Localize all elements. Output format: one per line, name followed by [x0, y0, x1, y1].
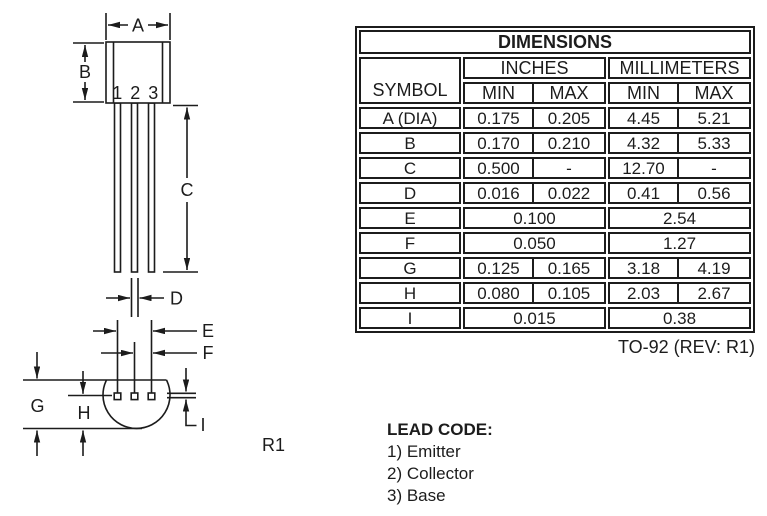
dimension-f: F [101, 343, 214, 363]
lead-code-item-collector: 2) Collector [387, 464, 474, 483]
cell-mm-min: 12.70 [608, 157, 679, 179]
cell-in-max: 0.210 [532, 132, 606, 154]
row-symbol: E [359, 207, 461, 229]
lead-code-legend: LEAD CODE: 1) Emitter 2) Collector 3) Ba… [387, 419, 493, 507]
lead-2 [130, 102, 139, 273]
dimension-h: H [78, 371, 91, 456]
cell-in-min: 0.125 [463, 257, 534, 279]
dimension-i-label: I [200, 415, 205, 435]
column-header-in-max: MAX [532, 82, 606, 104]
dimension-c-label: C [181, 180, 194, 200]
lead-3 [147, 102, 156, 273]
row-symbol: H [359, 282, 461, 304]
bottom-view [23, 320, 196, 430]
cell-in-span: 0.100 [463, 207, 606, 229]
dimension-c: C [163, 104, 198, 273]
package-revision-note: TO-92 (REV: R1) [617, 337, 755, 357]
row-symbol: G [359, 257, 461, 279]
table-title: DIMENSIONS [359, 30, 751, 54]
cell-in-max: 0.022 [532, 182, 606, 204]
row-symbol: D [359, 182, 461, 204]
dimension-g-label: G [30, 396, 44, 416]
row-symbol: I [359, 307, 461, 329]
cell-mm-span: 1.27 [608, 232, 751, 254]
cell-in-min: 0.500 [463, 157, 534, 179]
dimension-g: G [30, 352, 45, 456]
column-group-millimeters: MILLIMETERS [608, 57, 751, 79]
dimension-h-label: H [78, 403, 91, 423]
dimension-a: A [105, 13, 171, 40]
column-group-inches: INCHES [463, 57, 606, 79]
cell-in-span: 0.050 [463, 232, 606, 254]
row-symbol: F [359, 232, 461, 254]
cell-mm-max: 5.21 [677, 107, 751, 129]
column-header-symbol: SYMBOL [359, 57, 461, 104]
dimension-d-label: D [170, 289, 183, 309]
revision-label: R1 [262, 435, 285, 455]
dimension-f-label: F [203, 343, 214, 363]
cell-in-min: 0.016 [463, 182, 534, 204]
column-header-in-min: MIN [463, 82, 534, 104]
package-drawing: 1 2 3 A B C [23, 13, 285, 456]
dimensions-table: DIMENSIONS SYMBOL INCHES MILLIMETERS MIN… [355, 26, 755, 333]
cell-in-max: 0.205 [532, 107, 606, 129]
cell-in-span: 0.015 [463, 307, 606, 329]
cell-mm-max: 5.33 [677, 132, 751, 154]
dimension-b-label: B [79, 62, 91, 82]
cell-in-min: 0.175 [463, 107, 534, 129]
dimension-a-label: A [132, 16, 144, 36]
dimension-e: E [93, 321, 214, 341]
column-header-mm-min: MIN [608, 82, 679, 104]
row-symbol: B [359, 132, 461, 154]
lead-code-item-base: 3) Base [387, 486, 446, 505]
cell-mm-span: 2.54 [608, 207, 751, 229]
cell-in-max: - [532, 157, 606, 179]
dimension-b: B [73, 42, 104, 103]
dimension-e-label: E [202, 321, 214, 341]
bottom-outline [102, 379, 171, 430]
lead-1 [113, 102, 122, 273]
front-view: 1 2 3 [105, 41, 171, 273]
cell-mm-min: 4.32 [608, 132, 679, 154]
pad-3 [147, 392, 156, 401]
lead-code-item-emitter: 1) Emitter [387, 442, 461, 461]
cell-mm-max: 4.19 [677, 257, 751, 279]
cell-in-max: 0.165 [532, 257, 606, 279]
row-symbol: C [359, 157, 461, 179]
dimension-i: I [182, 368, 206, 435]
cell-mm-min: 0.41 [608, 182, 679, 204]
pin-numbers: 1 2 3 [112, 83, 160, 103]
lead-code-title: LEAD CODE: [387, 420, 493, 439]
cell-mm-max: 2.67 [677, 282, 751, 304]
cell-in-max: 0.105 [532, 282, 606, 304]
package-body [105, 41, 171, 104]
row-symbol: A (DIA) [359, 107, 461, 129]
cell-in-min: 0.170 [463, 132, 534, 154]
cell-mm-span: 0.38 [608, 307, 751, 329]
column-header-mm-max: MAX [677, 82, 751, 104]
cell-mm-min: 4.45 [608, 107, 679, 129]
cell-mm-min: 3.18 [608, 257, 679, 279]
pad-1 [113, 392, 122, 401]
cell-mm-max: 0.56 [677, 182, 751, 204]
cell-mm-max: - [677, 157, 751, 179]
dimension-d: D [106, 278, 183, 317]
cell-mm-min: 2.03 [608, 282, 679, 304]
pad-2 [130, 392, 139, 401]
cell-in-min: 0.080 [463, 282, 534, 304]
